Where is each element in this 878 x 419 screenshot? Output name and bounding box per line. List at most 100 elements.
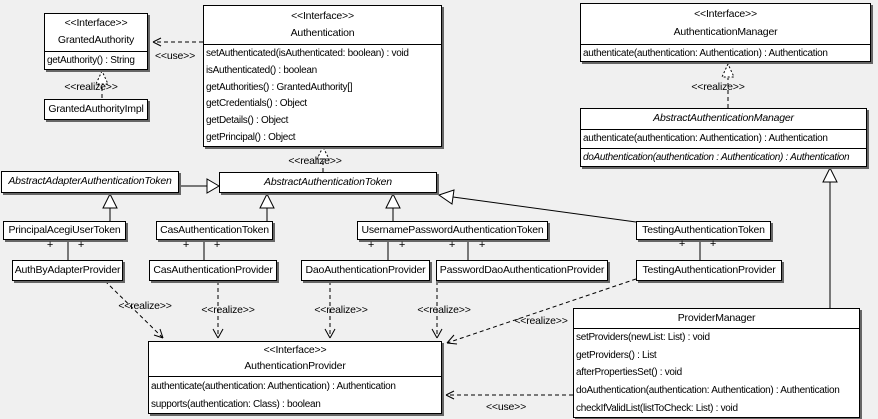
class-header: <<Interface>>Authentication (204, 6, 441, 44)
realize-label-grantedauthority: <<realize>> (64, 81, 118, 93)
realize-label-dao: <<realize>> (314, 304, 368, 316)
realize-label-authbyadapter: <<realize>> (118, 300, 172, 312)
class-header: AbstractAuthenticationManager (581, 109, 866, 129)
method: authenticate(authentication: Authenticat… (583, 133, 828, 145)
class-header: TestingAuthenticationToken (637, 222, 770, 239)
realize-testing-arrowhead-a-line (446, 334, 455, 344)
class-name: UsernamePasswordAuthenticationToken (361, 223, 544, 236)
realize-cas-arrowhead-a-line (212, 328, 219, 339)
method: afterPropertiesSet() : void (576, 367, 682, 379)
generalization-testing-token-line (452, 196, 637, 223)
method: authenticate(authentication: Authenticat… (151, 380, 396, 392)
plus-testing-right: + (709, 238, 717, 250)
use-arrowhead-2b-line (445, 394, 455, 400)
class-abstract-authentication-token: AbstractAuthenticationToken (219, 172, 437, 193)
class-header: <<Interface>> AuthenticationProvider (149, 342, 441, 376)
method: checkIfValidList(listToCheck: List) : vo… (576, 402, 738, 414)
method: getDetails() : Object (206, 115, 289, 127)
class-header: AbstractAuthenticationToken (220, 173, 436, 192)
methods-compartment: getAuthority() : String (45, 51, 147, 69)
stereotype-label: <<Interface>> (263, 344, 327, 357)
triangle-usernamepassword-token (385, 192, 401, 209)
method: getAuthority() : String (47, 55, 135, 66)
class-name: AuthenticationManager (673, 26, 778, 39)
realize-label-authentication: <<realize>> (288, 155, 342, 167)
realize-passworddao-arrowhead-b-line (436, 328, 443, 339)
class-header: TestingAuthenticationProvider (637, 261, 781, 280)
realize-authbyadapter-arrowhead-a-line (153, 334, 164, 339)
stereotype-label: <<Interface>> (291, 9, 354, 22)
class-granted-authority: <<Interface>>GrantedAuthority getAuthorit… (44, 13, 148, 70)
class-name: TestingAuthenticationProvider (642, 263, 776, 276)
realize-cas-arrowhead-b-line (217, 328, 224, 339)
class-name: AbstractAuthenticationManager (653, 112, 794, 125)
methods-compartment: authenticate(authentication: Authenticat… (581, 129, 866, 166)
method: setAuthenticated(isAuthenticated: boolea… (206, 47, 409, 59)
class-testing-authentication-provider: TestingAuthenticationProvider (636, 260, 782, 281)
class-name: CasAuthenticationToken (160, 223, 269, 236)
triangle-realize-authenticationmanager (721, 62, 735, 78)
plus-usernamepassword-dao-left: + (367, 239, 375, 251)
class-name: CasAuthenticationProvider (153, 263, 273, 276)
plus-cas-right: + (213, 239, 221, 251)
methods-compartment: authenticate(authentication: Authenticat… (149, 376, 441, 413)
class-name: AbstractAuthenticationToken (264, 175, 392, 188)
realize-label-testing: <<realize>> (514, 315, 568, 327)
class-cas-authentication-provider: CasAuthenticationProvider (149, 260, 277, 281)
method: doAuthentication(authentication : Authen… (581, 147, 866, 167)
method: authenticate(authentication: Authenticat… (583, 47, 828, 59)
class-abstract-authentication-manager: AbstractAuthenticationManager authenticat… (580, 108, 867, 167)
plus-cas-left: + (182, 239, 190, 251)
class-name: DaoAuthenticationProvider (305, 263, 426, 276)
stereotype-label: <<Interface>> (694, 8, 757, 21)
class-abstract-adapter-authentication-token: AbstractAdapterAuthenticationToken (1, 171, 179, 193)
plus-usernamepassword-dao-right: + (398, 239, 406, 251)
realize-dao-arrowhead-a-line (324, 328, 331, 339)
plus-principal-right: + (77, 239, 85, 251)
plus-usernamepassword-passworddao-right: + (478, 239, 486, 251)
class-name: GrantedAuthority (57, 34, 135, 47)
class-authentication: <<Interface>>Authentication setAuthentica… (203, 5, 442, 147)
use-arrowhead-1b-line (152, 41, 162, 47)
class-header: ProviderManager (574, 309, 859, 328)
class-dao-authentication-provider: DaoAuthenticationProvider (301, 260, 430, 281)
class-header: UsernamePasswordAuthenticationToken (358, 222, 547, 239)
class-auth-by-adapter-provider: AuthByAdapterProvider (12, 260, 123, 281)
triangle-cas-token (259, 192, 275, 209)
plus-usernamepassword-passworddao-left: + (448, 239, 456, 251)
use-label-providermanager: <<use>> (485, 401, 527, 413)
method: getCredentials() : Object (206, 98, 307, 110)
triangle-realize-authentication (316, 145, 330, 160)
class-header: <<Interface>>GrantedAuthority (45, 14, 147, 51)
realize-authbyadapter-arrowhead-b-line (159, 328, 164, 339)
class-name: AuthenticationProvider (244, 360, 346, 373)
triangle-realize-grantedauthority (95, 69, 109, 85)
triangle-adapter-to-abstracttoken (206, 178, 220, 194)
method: supports(authentication: Class) : boolea… (151, 398, 321, 410)
plus-testing-left: + (678, 238, 686, 250)
class-testing-authentication-token: TestingAuthenticationToken (636, 221, 771, 240)
realize-passworddao-arrowhead-a-line (431, 328, 438, 339)
class-principal-acegi-user-token: PrincipalAcegiUserToken (3, 221, 126, 240)
class-name: PrincipalAcegiUserToken (8, 223, 121, 236)
class-name: AuthByAdapterProvider (14, 263, 121, 276)
class-header: CasAuthenticationProvider (150, 261, 276, 280)
class-name: ProviderManager (677, 311, 756, 324)
class-header: DaoAuthenticationProvider (302, 261, 429, 280)
realize-label-authenticationmanager: <<realize>> (691, 81, 745, 93)
use-arrowhead-1a-line (152, 37, 162, 43)
class-header: <<Interface>> AuthenticationManager (581, 4, 870, 44)
class-provider-manager: ProviderManager setProviders(newList: Lis… (573, 308, 860, 418)
class-header: PasswordDaoAuthenticationProvider (437, 261, 607, 280)
use-label-grantedauthority: <<use>> (154, 50, 196, 62)
class-cas-authentication-token: CasAuthenticationToken (156, 221, 273, 240)
plus-principal-left: + (46, 239, 54, 251)
realize-testing-line (446, 278, 637, 344)
realize-dao-arrowhead-b-line (329, 328, 336, 339)
methods-compartment: setAuthenticated(isAuthenticated: boolea… (204, 44, 441, 146)
method: setProviders(newList: List) : void (576, 332, 710, 344)
class-name: TestingAuthenticationToken (642, 223, 765, 236)
class-header: CasAuthenticationToken (157, 222, 272, 239)
class-authentication-manager: <<Interface>> AuthenticationManager authen… (580, 3, 871, 62)
